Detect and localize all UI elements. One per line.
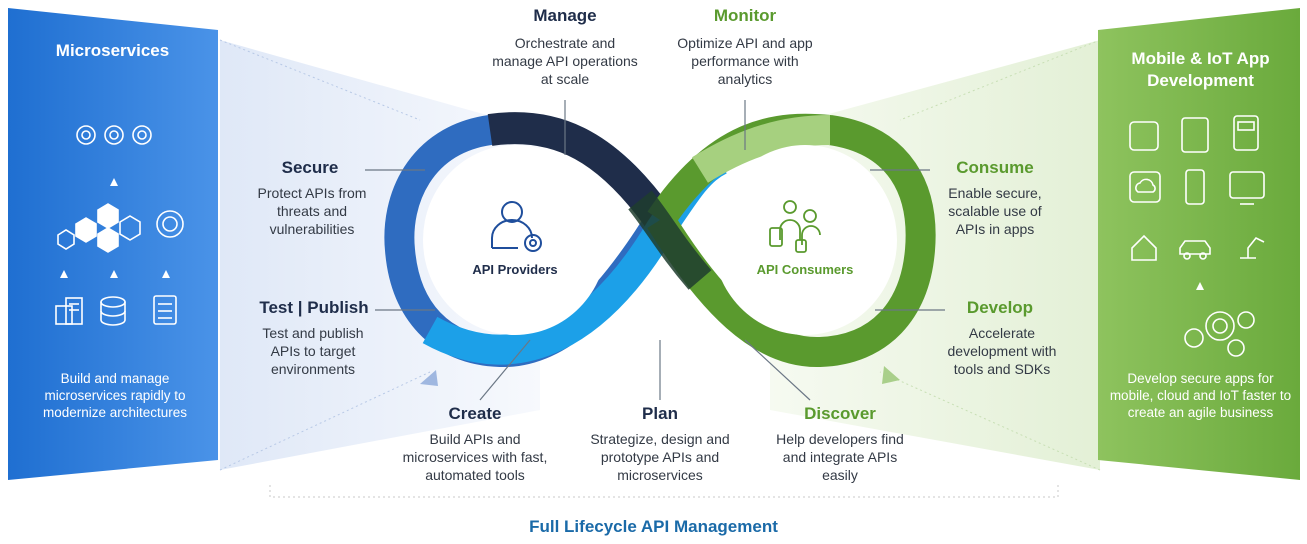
discover-leader — [744, 339, 811, 401]
monitor-band — [692, 115, 831, 183]
develop-title: Develop — [966, 298, 1034, 317]
cross-band-dark — [628, 190, 712, 290]
robot-arm-icon — [1240, 236, 1265, 259]
right-beam-edge-bottom — [879, 371, 1101, 471]
consume-title: Consume — [956, 158, 1034, 177]
tablet-icon — [1181, 117, 1209, 153]
footer-title: Full Lifecycle API Management — [529, 517, 778, 536]
api-providers-label: API Providers — [472, 262, 558, 277]
secure-description: Protect APIs from threats and vulnerabil… — [257, 185, 367, 237]
mobile-iot-title: Mobile & IoT App Development — [1131, 49, 1270, 90]
connected-car-icon — [1179, 240, 1211, 260]
app-icon — [1129, 121, 1159, 151]
plan-description: Strategize, design and prototype APIs an… — [590, 431, 730, 483]
plan-title: Plan — [642, 404, 678, 423]
database-icon — [100, 296, 126, 326]
providers-hub — [423, 145, 607, 335]
server-rack-icon — [55, 297, 83, 325]
create-leader — [479, 339, 531, 401]
microservices-description: Build and manage microservices rapidly t… — [42, 371, 188, 420]
up-arrow-icon — [110, 178, 118, 186]
test-publish-title: Test | Publish — [259, 298, 369, 317]
right-beam-edge-top — [899, 39, 1101, 121]
test-publish-description: Test and publish APIs to target environm… — [262, 325, 364, 377]
provider-person-icon — [491, 201, 542, 252]
left-arrowhead — [420, 370, 438, 386]
api-gears-icon — [1184, 311, 1255, 357]
up-arrow-icon — [1196, 282, 1204, 290]
left-beam-edge-top — [219, 39, 421, 121]
server-icon — [153, 295, 177, 325]
microservices-title: Microservices — [55, 41, 170, 60]
create-description: Build APIs and microservices with fast, … — [402, 431, 548, 483]
api-consumers-label: API Consumers — [756, 262, 854, 277]
monitor-description: Optimize API and app performance with an… — [677, 35, 813, 87]
secure-title: Secure — [281, 158, 339, 177]
cloud-icon — [1129, 171, 1161, 203]
up-arrow-icon — [162, 270, 170, 278]
mobile-iot-panel — [1098, 8, 1300, 480]
mobile-iot-description: Develop secure apps for mobile, cloud an… — [1109, 371, 1292, 420]
create-title: Create — [448, 404, 502, 423]
right-arrowhead — [882, 366, 900, 384]
discover-description: Help developers find and integrate APIs … — [776, 431, 904, 483]
discover-title: Discover — [804, 404, 876, 423]
manage-band — [487, 112, 674, 230]
gears-icon — [76, 125, 152, 145]
develop-description: Accelerate development with tools and SD… — [947, 325, 1057, 377]
phone-icon — [1185, 169, 1205, 205]
consumer-people-icon — [769, 200, 821, 253]
consume-description: Enable secure, scalable use of APIs in a… — [948, 185, 1042, 237]
lifecycle-bracket — [269, 485, 1059, 498]
payment-terminal-icon — [1233, 115, 1259, 151]
monitor-title: Monitor — [713, 6, 777, 25]
hexagon-cluster-icon — [57, 203, 141, 253]
api-gear-icon — [156, 210, 184, 238]
left-beam-edge-bottom — [219, 371, 431, 471]
up-arrow-icon — [110, 270, 118, 278]
up-arrow-icon — [60, 270, 68, 278]
manage-description: Orchestrate and manage API operations at… — [492, 35, 638, 87]
manage-title: Manage — [533, 6, 597, 25]
monitor-icon — [1229, 171, 1265, 205]
smart-home-icon — [1131, 234, 1157, 261]
